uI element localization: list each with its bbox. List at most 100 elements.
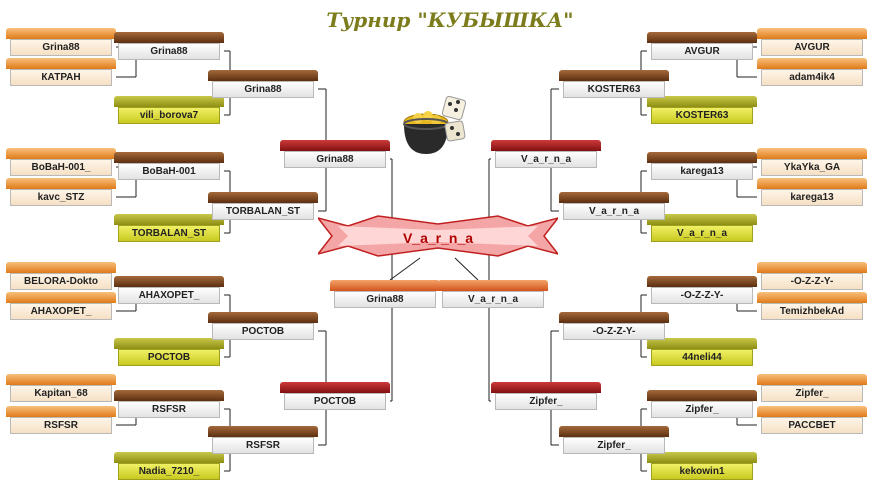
box-top (280, 382, 390, 393)
player-box-round1: Kapitan_68 (6, 374, 116, 402)
box-top (559, 426, 669, 437)
box-top (6, 292, 116, 303)
player-name: karega13 (651, 163, 753, 180)
player-name: KOSTER63 (651, 107, 753, 124)
player-name: Grina88 (284, 151, 386, 168)
player-box-round4: Zipfer_ (491, 382, 601, 410)
player-name: АНАХОРЕТ_ (118, 287, 220, 304)
box-top (208, 70, 318, 81)
player-name: 44neli44 (651, 349, 753, 366)
player-box-round3: РОСТОВ (208, 312, 318, 340)
player-name: karega13 (761, 189, 863, 206)
player-name: AVGUR (651, 43, 753, 60)
box-top (6, 374, 116, 385)
box-top (559, 312, 669, 323)
player-box-round2: BoBaH-001 (114, 152, 224, 180)
player-box-round4: РОСТОВ (280, 382, 390, 410)
box-top (647, 276, 757, 287)
player-box-round2: vili_borova7 (114, 96, 224, 124)
box-top (6, 58, 116, 69)
player-name: Zipfer_ (495, 393, 597, 410)
player-name: Zipfer_ (563, 437, 665, 454)
player-name: Grina88 (118, 43, 220, 60)
player-name: Grina88 (212, 81, 314, 98)
box-top (757, 148, 867, 159)
player-box-round3: -O-Z-Z-Y- (559, 312, 669, 340)
player-name: BoBaH-001 (118, 163, 220, 180)
player-name: Grina88 (334, 291, 436, 308)
box-top (114, 32, 224, 43)
box-top (114, 152, 224, 163)
box-top (757, 178, 867, 189)
box-top (6, 178, 116, 189)
player-box-round1: AVGUR (757, 28, 867, 56)
player-name: V_a_r_n_a (442, 291, 544, 308)
box-top (114, 276, 224, 287)
player-name: RSFSR (118, 401, 220, 418)
player-box-round2: -O-Z-Z-Y- (647, 276, 757, 304)
player-name: BoBaH-001_ (10, 159, 112, 176)
player-name: BELORA-Dokto (10, 273, 112, 290)
box-top (647, 32, 757, 43)
box-top (208, 192, 318, 203)
box-top (6, 148, 116, 159)
champion-name: V_a_r_n_a (402, 230, 474, 246)
box-top (757, 292, 867, 303)
player-box-round2: kekowin1 (647, 452, 757, 480)
player-box-round4: V_a_r_n_a (491, 140, 601, 168)
player-box-semifinal: V_a_r_n_a (438, 280, 548, 308)
player-name: Zipfer_ (761, 385, 863, 402)
player-box-round2: РОСТОВ (114, 338, 224, 366)
player-box-round1: TemizhbekAd (757, 292, 867, 320)
player-name: Nadia_7210_ (118, 463, 220, 480)
box-top (647, 214, 757, 225)
player-box-round1: adam4ik4 (757, 58, 867, 86)
player-name: КАТРАН (10, 69, 112, 86)
box-top (757, 374, 867, 385)
player-name: -O-Z-Z-Y- (761, 273, 863, 290)
player-box-round1: karega13 (757, 178, 867, 206)
box-top (491, 140, 601, 151)
box-top (647, 452, 757, 463)
player-box-round2: АНАХОРЕТ_ (114, 276, 224, 304)
player-name: РОСТОВ (284, 393, 386, 410)
player-name: V_a_r_n_a (563, 203, 665, 220)
player-box-round1: BELORA-Dokto (6, 262, 116, 290)
box-top (757, 58, 867, 69)
player-name: kekowin1 (651, 463, 753, 480)
player-name: RSFSR (212, 437, 314, 454)
player-box-round1: kavc_STZ (6, 178, 116, 206)
player-name: RSFSR (10, 417, 112, 434)
player-box-round3: KOSTER63 (559, 70, 669, 98)
player-name: adam4ik4 (761, 69, 863, 86)
box-top (757, 406, 867, 417)
player-box-round1: Grina88 (6, 28, 116, 56)
box-top (114, 390, 224, 401)
player-box-round2: RSFSR (114, 390, 224, 418)
player-box-round1: Zipfer_ (757, 374, 867, 402)
box-top (114, 96, 224, 107)
player-name: РАССВЕТ (761, 417, 863, 434)
player-name: KOSTER63 (563, 81, 665, 98)
player-name: TORBALAN_ST (118, 225, 220, 242)
box-top (330, 280, 440, 291)
tournament-title: Турнир "КУБЫШКА" (326, 8, 574, 32)
player-box-round1: BoBaH-001_ (6, 148, 116, 176)
player-box-round1: АНАХОРЕТ_ (6, 292, 116, 320)
player-name: -O-Z-Z-Y- (563, 323, 665, 340)
box-top (647, 390, 757, 401)
box-top (647, 338, 757, 349)
player-name: AVGUR (761, 39, 863, 56)
player-box-round3: RSFSR (208, 426, 318, 454)
player-name: TemizhbekAd (761, 303, 863, 320)
player-box-round2: 44neli44 (647, 338, 757, 366)
box-top (6, 406, 116, 417)
player-name: Grina88 (10, 39, 112, 56)
box-top (114, 338, 224, 349)
player-box-round3: TORBALAN_ST (208, 192, 318, 220)
player-name: V_a_r_n_a (651, 225, 753, 242)
box-top (6, 262, 116, 273)
player-box-round2: AVGUR (647, 32, 757, 60)
player-box-round1: КАТРАН (6, 58, 116, 86)
player-box-round3: Grina88 (208, 70, 318, 98)
